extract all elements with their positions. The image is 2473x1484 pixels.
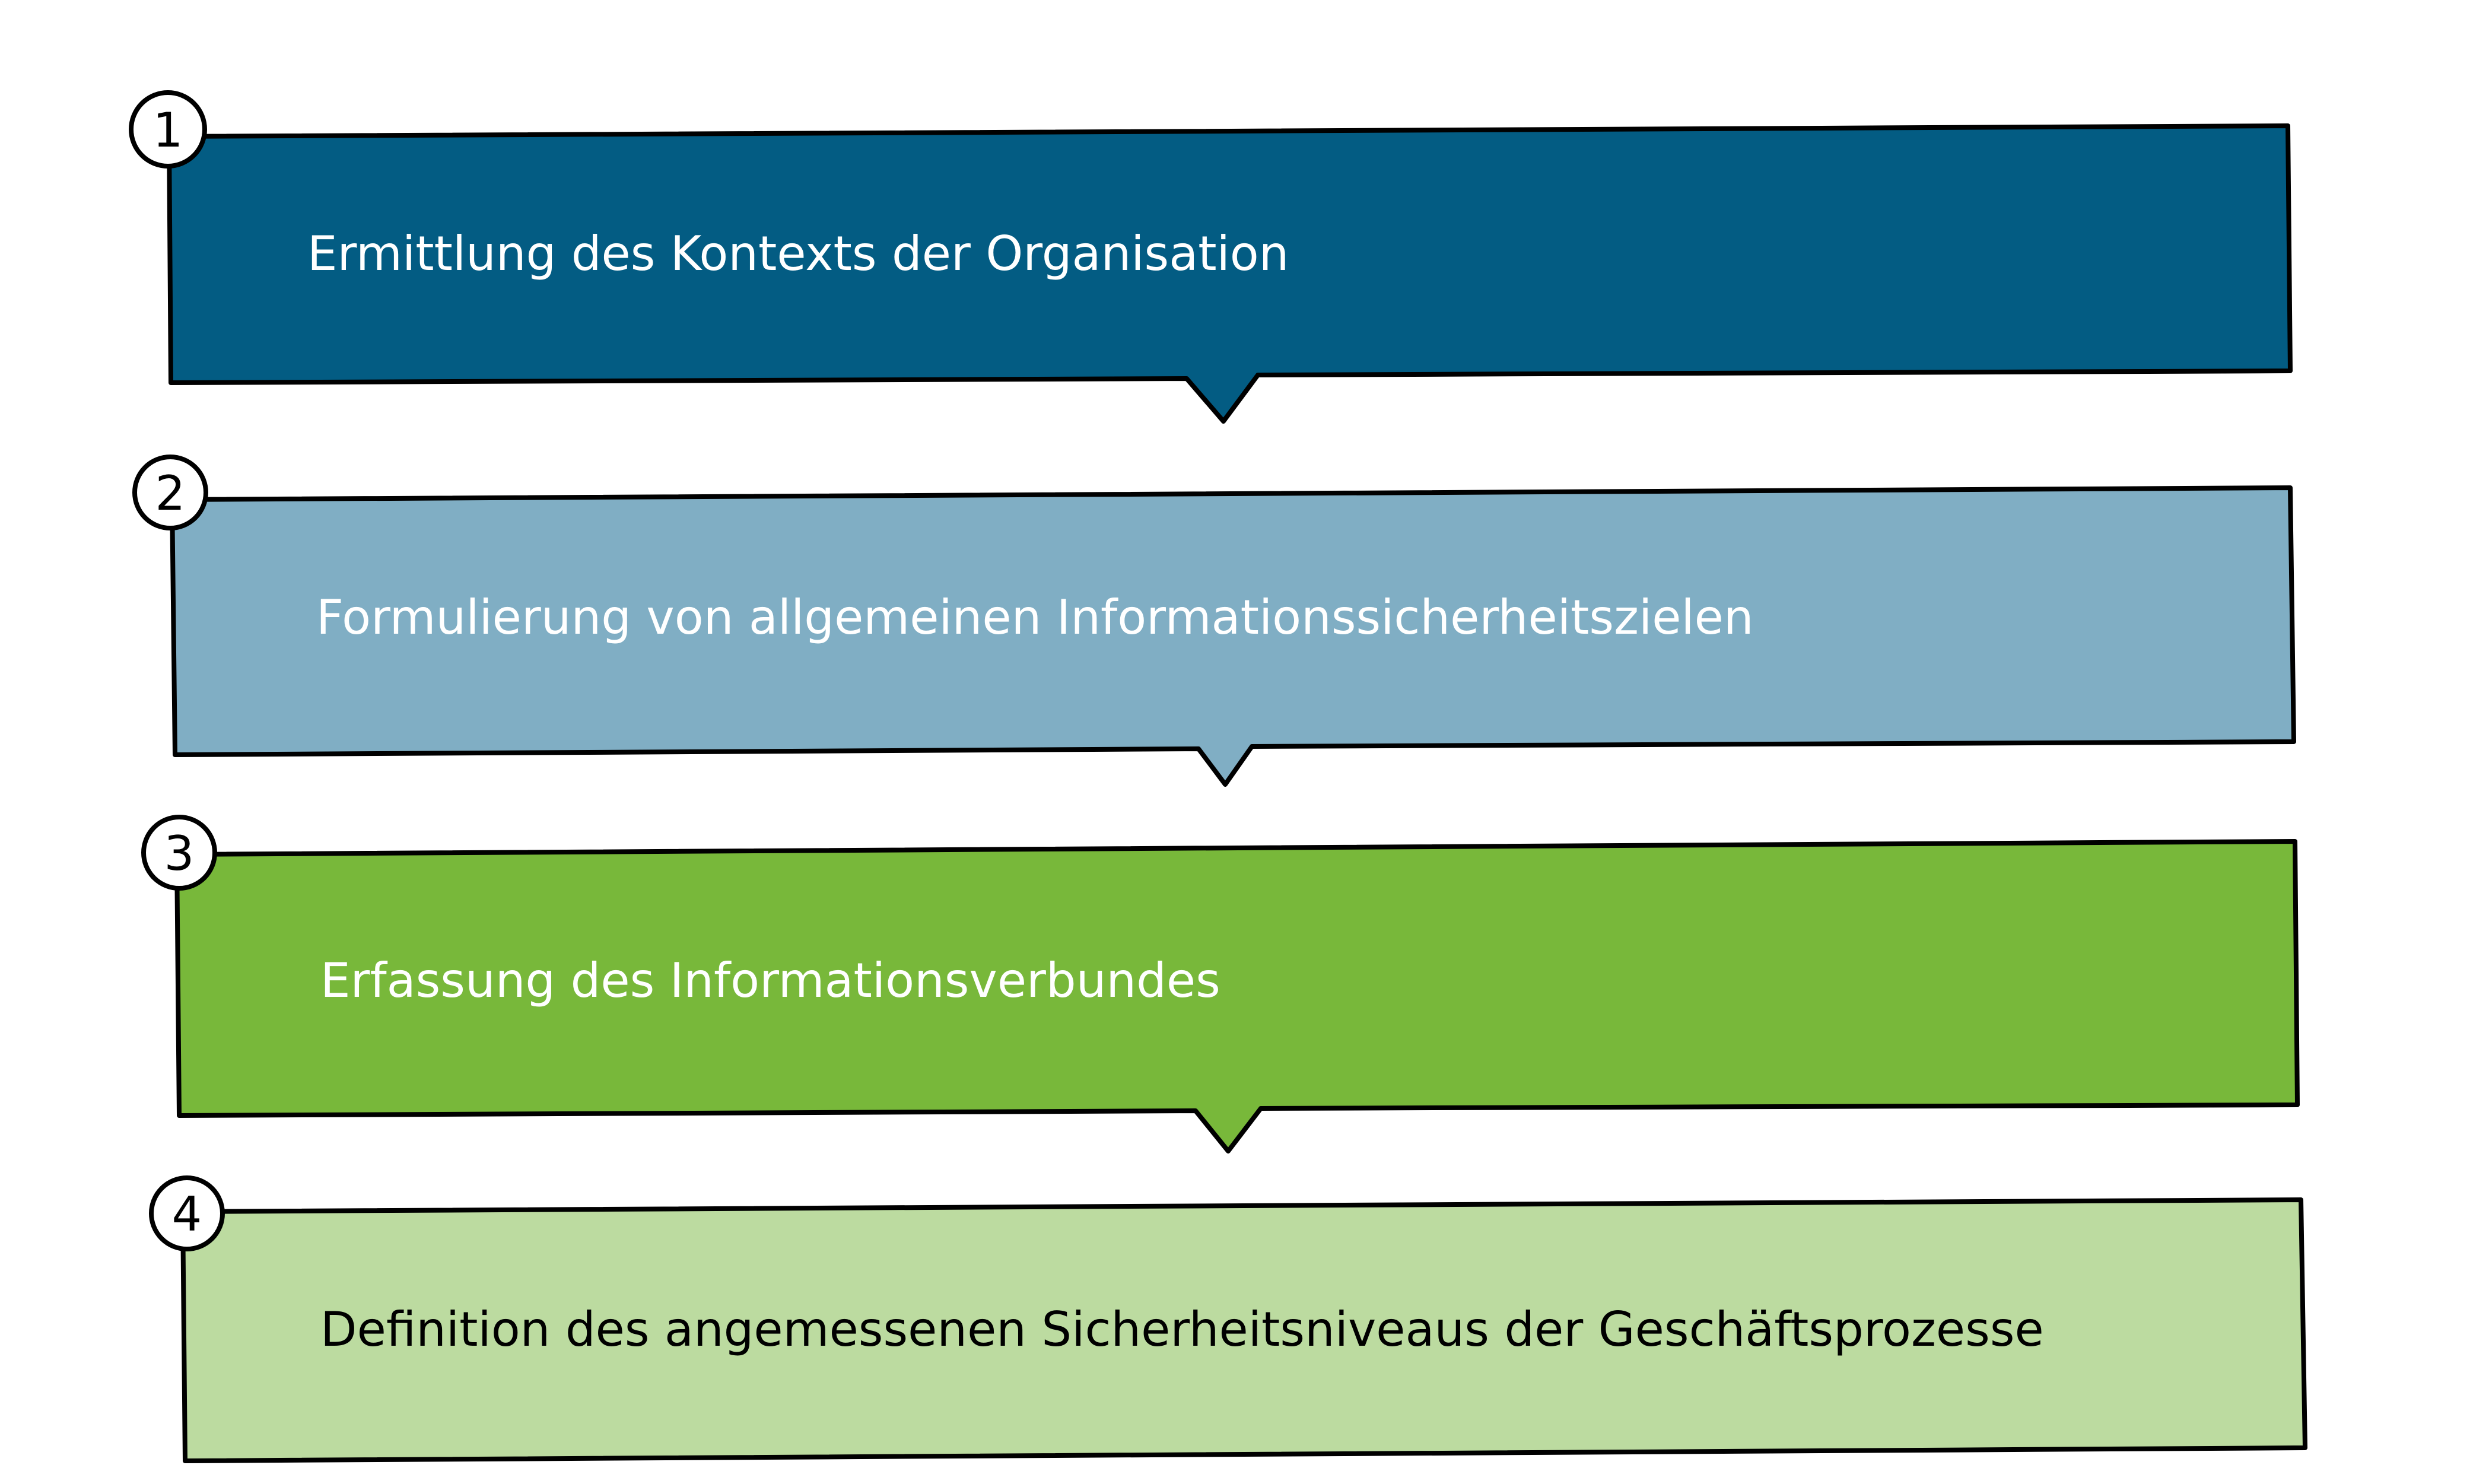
step-4-number: 4 bbox=[172, 1187, 202, 1242]
step-2-label: Formulierung von allgemeinen Information… bbox=[316, 590, 1754, 645]
step-1-number-circle bbox=[129, 90, 207, 169]
numbered-circle-icon: 4 bbox=[149, 1175, 225, 1251]
step-3-number: 3 bbox=[164, 826, 195, 881]
step-4-number-circle bbox=[149, 1175, 225, 1251]
step-4-label: Definition des angemessenen Sicherheitsn… bbox=[320, 1302, 2044, 1357]
step-2-number-circle bbox=[132, 455, 208, 530]
step-3-label: Erfassung des Informationsverbundes bbox=[320, 953, 1220, 1008]
step-2-box bbox=[170, 485, 2296, 787]
step-3-number-circle bbox=[141, 815, 217, 891]
step-2: Formulierung von allgemeinen Information… bbox=[132, 455, 2296, 787]
step-4: Definition des angemessenen Sicherheitsn… bbox=[149, 1175, 2307, 1463]
step-4-box bbox=[180, 1197, 2307, 1463]
step-3-box bbox=[174, 839, 2300, 1153]
step-1-label: Ermittlung des Kontexts der Organisation bbox=[307, 226, 1289, 281]
numbered-circle-icon: 2 bbox=[132, 455, 208, 530]
step-3: Erfassung des Informationsverbundes 3 bbox=[141, 815, 2300, 1153]
step-1-box bbox=[167, 123, 2293, 424]
numbered-circle-icon: 3 bbox=[141, 815, 217, 891]
step-1-number: 1 bbox=[153, 103, 183, 158]
step-2-number: 2 bbox=[155, 466, 186, 521]
step-1: Ermittlung des Kontexts der Organisation… bbox=[129, 90, 2293, 424]
numbered-circle-icon: 1 bbox=[129, 90, 207, 169]
